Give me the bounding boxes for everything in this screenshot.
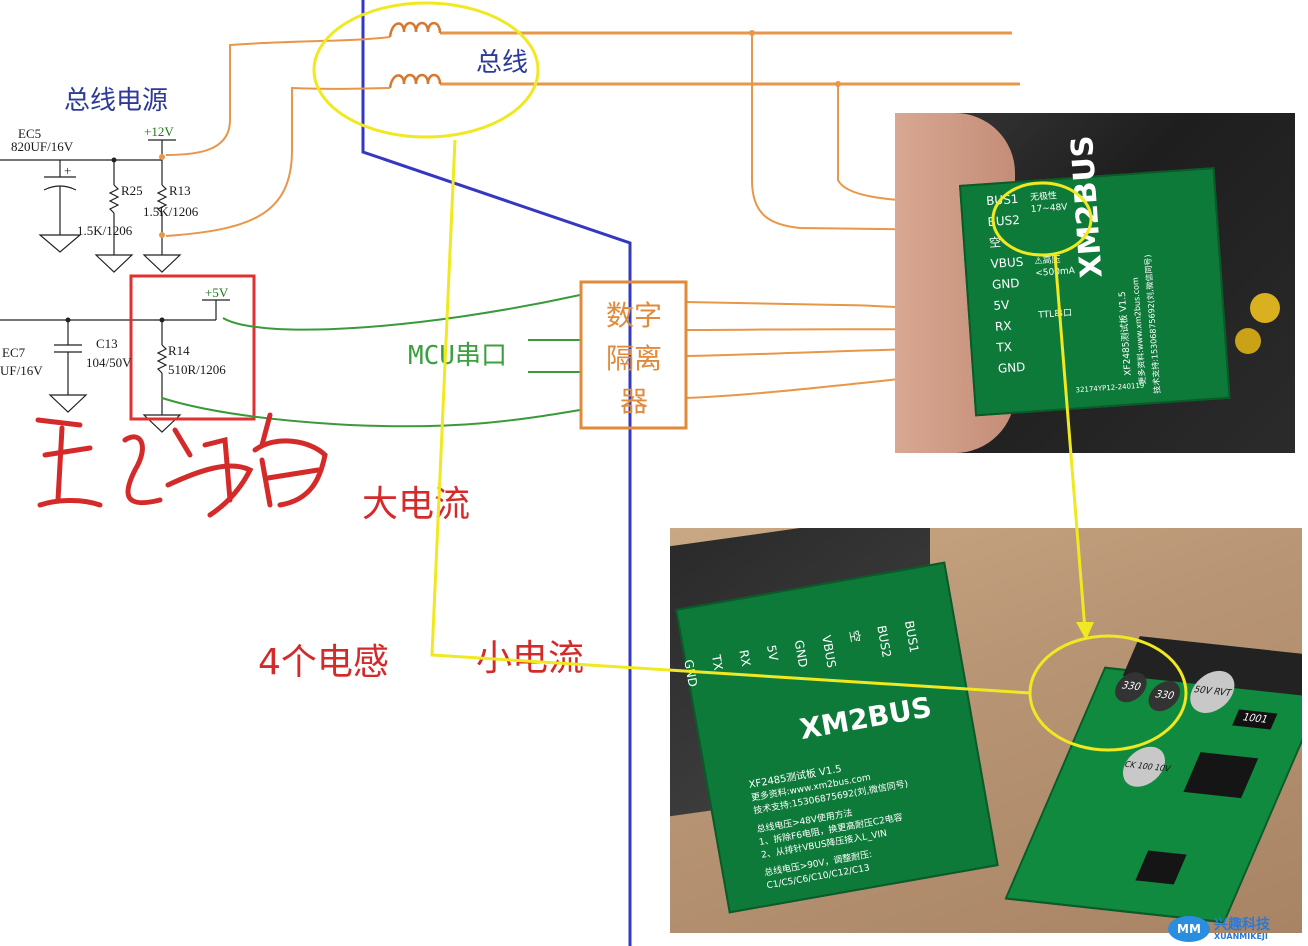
orange-wires <box>165 33 966 237</box>
pin-label-tx: TX <box>995 339 1013 355</box>
junction-dots <box>65 157 165 323</box>
pcb-back: GND TX RX 5V GND VBUS 空 BUS2 BUS1 XM2BUS… <box>675 561 999 914</box>
pin-label-gnd-2: GND <box>997 359 1026 376</box>
pin-label-vbus: VBUS <box>990 254 1024 271</box>
back-pin-tx: TX <box>708 653 726 672</box>
ec7-label: EC7 <box>2 345 26 360</box>
bus-power-label: 总线电源 <box>64 86 169 116</box>
ec5-value: 820UF/16V <box>11 139 74 154</box>
resistor-1001: 1001 <box>1232 709 1278 730</box>
hv-warn-label: ⚠高压 <box>1034 255 1061 267</box>
range-label: 17~48V <box>1030 202 1068 216</box>
red-highlight-box <box>129 274 256 421</box>
r13-value: 1.5K/1206 <box>143 204 199 219</box>
bus-label: 总线 <box>476 48 529 78</box>
back-pin-rx: RX <box>736 648 754 668</box>
back-pin-bus1: BUS1 <box>901 619 922 654</box>
watermark-sub: XUANMIKEJI <box>1214 932 1268 941</box>
cap-10v: CK 100 10V <box>1116 744 1172 789</box>
pcb-top: BUS1 BUS2 空 VBUS GND 5V RX TX GND 无极性 17… <box>959 134 1231 417</box>
back-pin-gnd-1: GND <box>681 658 700 688</box>
r25-label: R25 <box>121 183 143 198</box>
handwritten-scribble <box>35 412 328 518</box>
pin-label-empty: 空 <box>988 235 1002 251</box>
serial-label: 32174YP12-240119 <box>1075 381 1145 395</box>
c13-value: 104/50V <box>86 355 132 370</box>
inductors-label: 4个电感 <box>258 642 389 683</box>
plus12v-label: +12V <box>144 124 174 139</box>
cap-plus-sign: + <box>64 163 72 178</box>
watermark-logo-icon: MM <box>1168 916 1210 942</box>
ic-chip-2 <box>1135 850 1187 885</box>
r13-label: R13 <box>169 183 191 198</box>
mcu-uart-label: MCU串口 <box>408 341 507 371</box>
r25-value: 1.5K/1206 <box>77 223 133 238</box>
inductor-2: 330 <box>1143 679 1186 713</box>
green-wires <box>161 294 581 428</box>
pin-label-5v: 5V <box>993 297 1010 313</box>
pin-label-gnd-1: GND <box>991 276 1020 292</box>
blue-divider <box>361 0 632 946</box>
back-brand: XM2BUS <box>797 690 935 747</box>
back-pin-bus2: BUS2 <box>874 624 894 659</box>
photo-board-top: BUS1 BUS2 空 VBUS GND 5V RX TX GND 无极性 17… <box>895 113 1295 453</box>
pin-label-bus1: BUS1 <box>985 191 1019 209</box>
ttl-uart-label: TTL串口 <box>1037 308 1073 321</box>
back-pin-gnd-2: GND <box>791 638 811 669</box>
back-pin-empty: 空 <box>846 629 863 644</box>
brand-label: XM2BUS <box>1064 134 1110 280</box>
pcb-module: 330 330 50V RVT CK 100 10V 1001 <box>1004 636 1302 924</box>
yellow-cap-1 <box>1250 293 1280 323</box>
watermark: MM 兴趣科技 XUANMIKEJI <box>1168 912 1308 946</box>
ec7-value: UF/16V <box>0 363 43 378</box>
large-current-label: 大电流 <box>362 484 471 525</box>
small-current-label: 小电流 <box>476 638 585 679</box>
r14-label: R14 <box>168 343 190 358</box>
pin-label-rx: RX <box>994 318 1012 334</box>
schematic-wiring <box>0 139 230 433</box>
ic-chip-1 <box>1183 752 1259 799</box>
support-label: 技术支持:15306875692(刘,微信同号) <box>1143 254 1163 394</box>
pin-label-bus2: BUS2 <box>987 212 1021 230</box>
bus-inductors <box>388 21 442 89</box>
no-polarity-label: 无极性 <box>1029 191 1058 204</box>
watermark-brand: 兴趣科技 <box>1214 917 1270 933</box>
yellow-cap-2 <box>1235 328 1261 354</box>
version-label: XF2485测试板 V1.5 <box>1117 290 1134 376</box>
back-pin-vbus: VBUS <box>819 634 839 669</box>
r14-value: 510R/1206 <box>168 362 226 377</box>
ec5-label: EC5 <box>18 126 42 141</box>
back-pin-5v: 5V <box>764 643 781 662</box>
plus5v-label: +5V <box>205 285 229 300</box>
current-limit-label: <500mA <box>1035 266 1076 279</box>
photo-board-bottom: GND TX RX 5V GND VBUS 空 BUS2 BUS1 XM2BUS… <box>670 528 1302 933</box>
c13-label: C13 <box>96 336 118 351</box>
isolator-label: 数字隔离器 <box>605 299 662 418</box>
